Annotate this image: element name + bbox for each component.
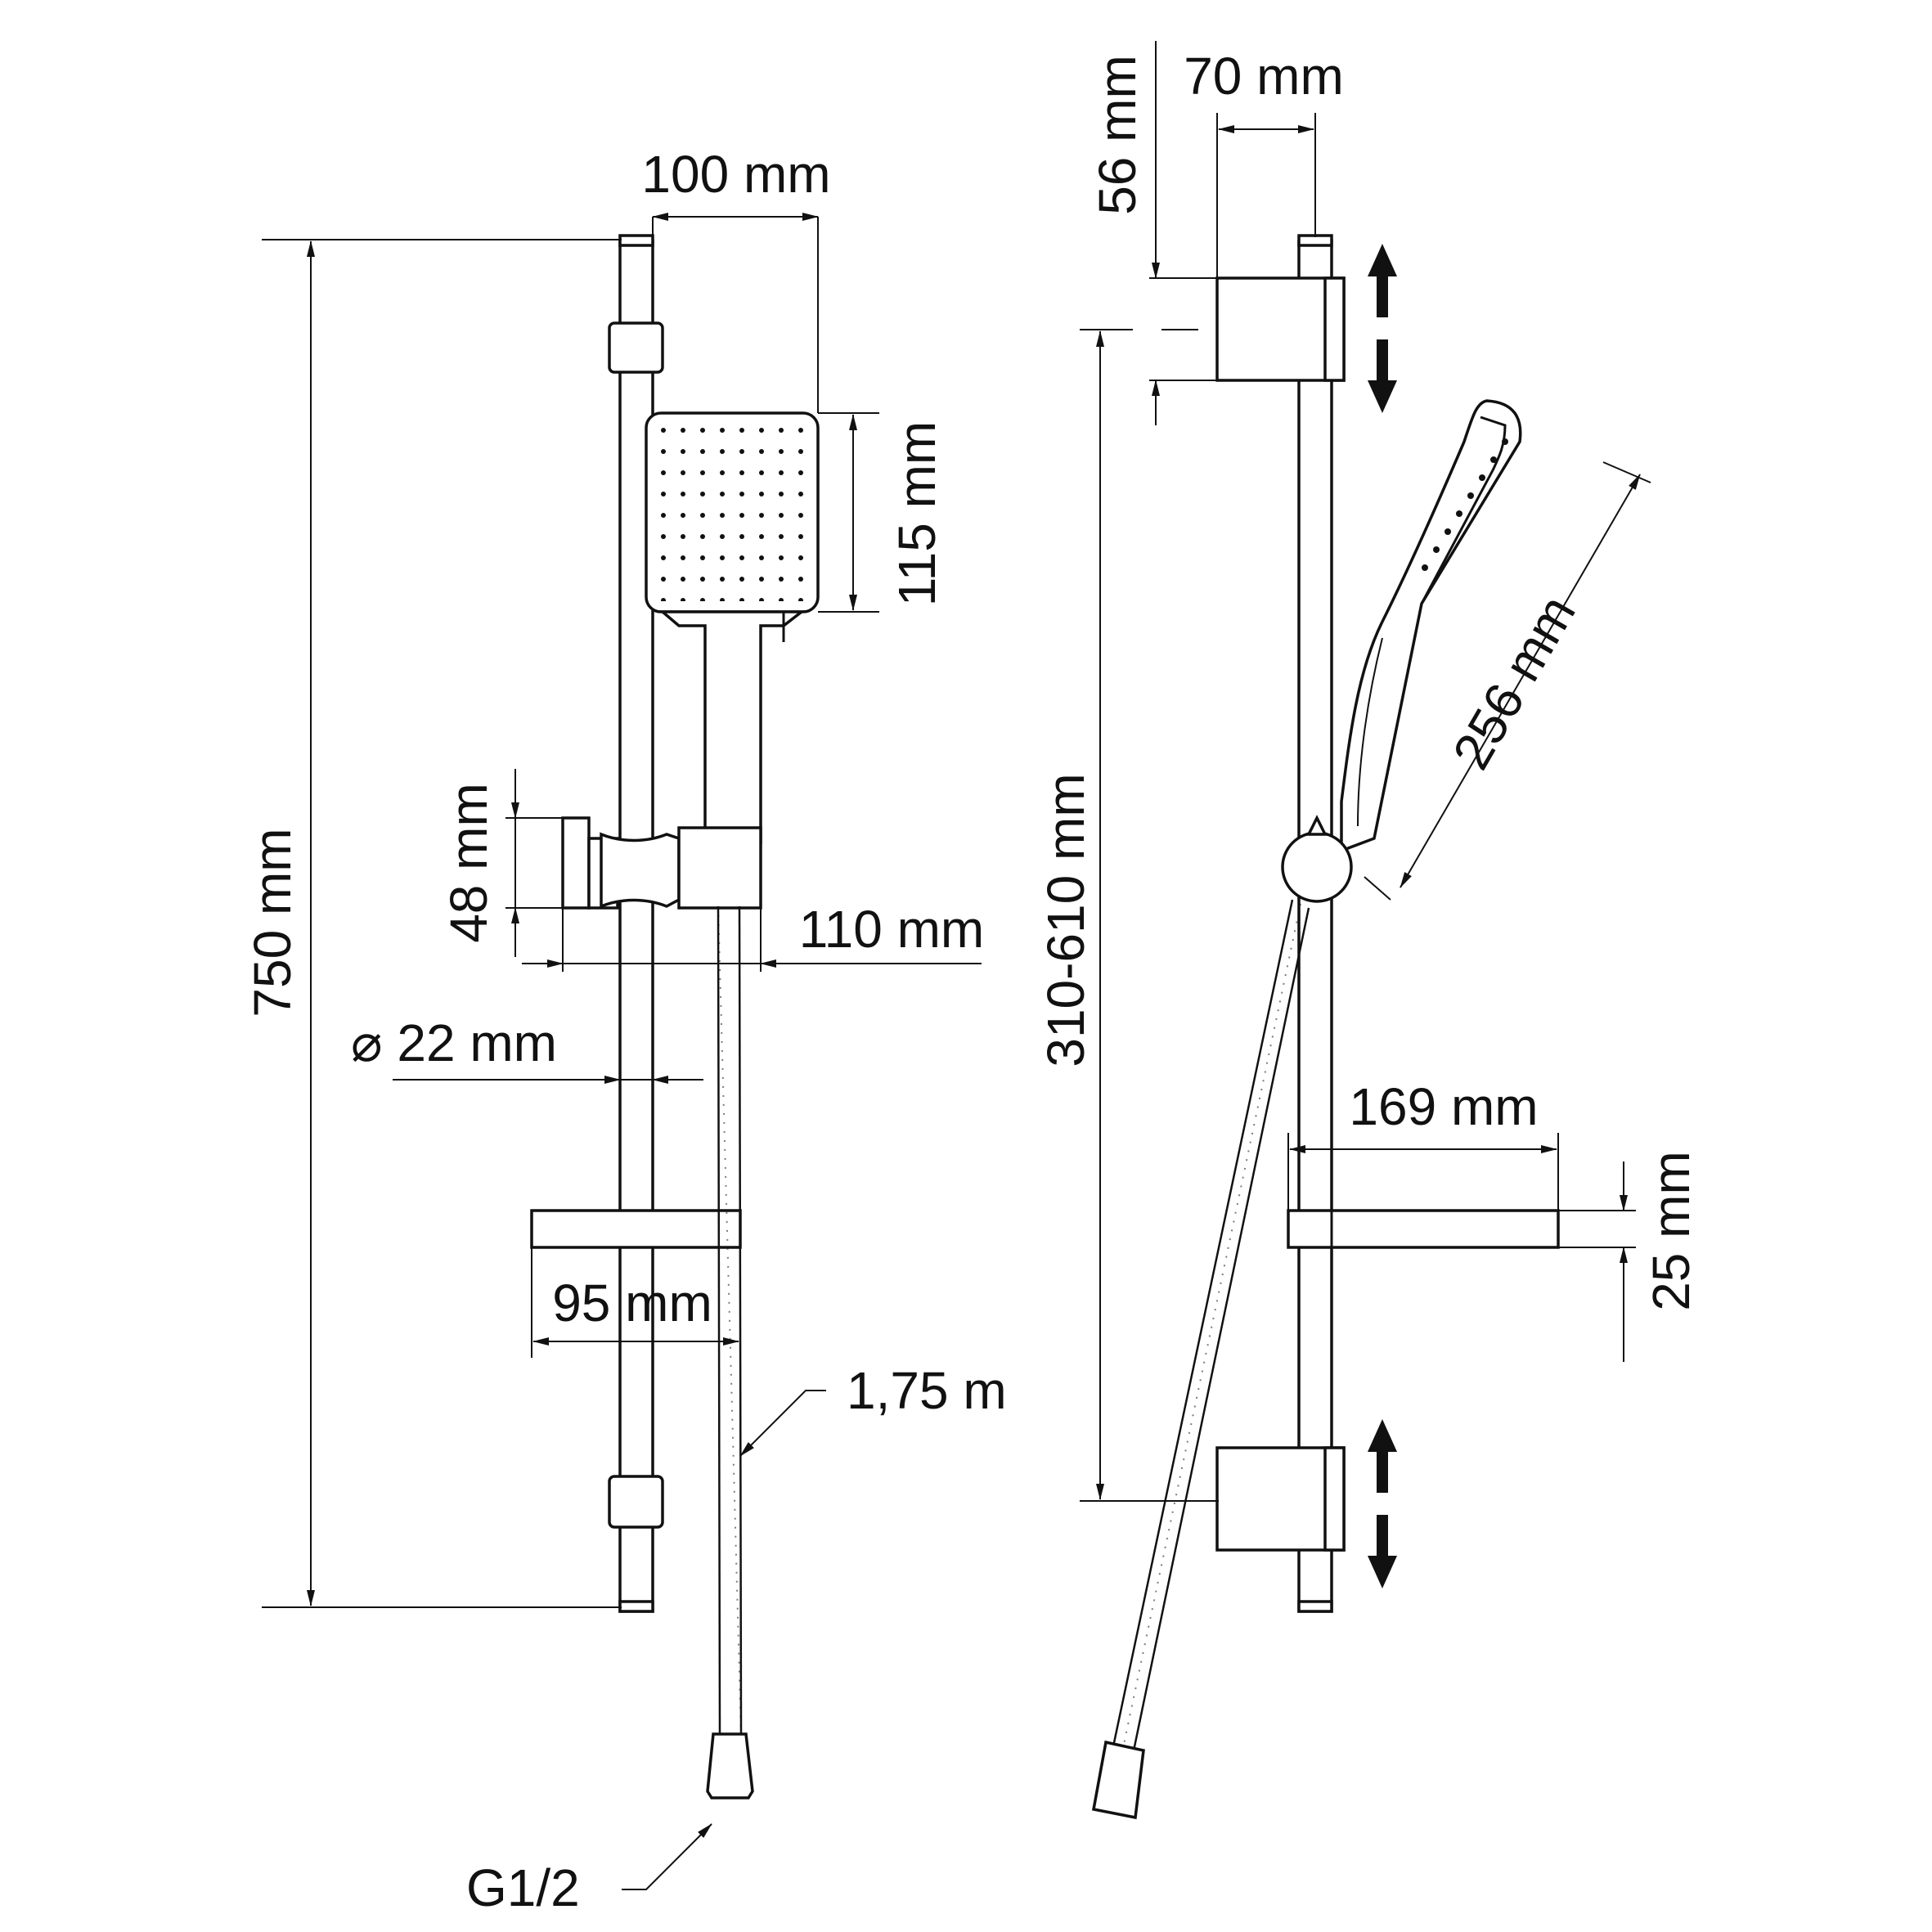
front-wall-bracket-bottom — [608, 1475, 664, 1529]
front-wall-bracket-top — [608, 321, 664, 374]
label-56mm: 56 mm — [1088, 55, 1147, 215]
adjust-arrows-bottom — [1368, 1419, 1397, 1588]
label-1-75m: 1,75 m — [847, 1361, 1007, 1420]
label-100mm: 100 mm — [641, 145, 830, 204]
label-70mm: 70 mm — [1184, 47, 1344, 106]
label-169mm: 169 mm — [1349, 1077, 1538, 1136]
side-hose — [1111, 899, 1310, 1755]
front-holder-body — [600, 832, 681, 909]
front-holder-knob — [561, 816, 591, 910]
side-holder-knob — [1281, 831, 1353, 903]
label-48mm: 48 mm — [439, 783, 498, 943]
label-22mm: ⌀ 22 mm — [351, 1013, 557, 1072]
front-holder-cradle — [677, 826, 762, 910]
front-bar-bottom-cap — [618, 1600, 654, 1613]
front-hose-connector — [706, 1732, 754, 1799]
leader-hose — [739, 1390, 826, 1457]
label-g1-2: G1/2 — [466, 1858, 580, 1917]
adjust-arrows-top — [1368, 244, 1397, 413]
front-bar-top-cap — [618, 234, 654, 247]
side-bar-bottom-cap — [1297, 1600, 1333, 1613]
side-wall-bracket-top — [1215, 276, 1346, 382]
side-hose-connector — [1091, 1740, 1145, 1820]
label-115mm: 115 mm — [887, 421, 946, 606]
front-hose — [717, 905, 743, 1735]
front-view: 750 mm 100 mm 115 mm 48 mm 110 mm ⌀ 22 m… — [243, 145, 1007, 1917]
label-110mm: 110 mm — [799, 900, 984, 959]
label-750mm: 750 mm — [243, 828, 302, 1017]
front-shower-nozzles — [654, 421, 810, 601]
side-slide-bar — [1297, 240, 1333, 1613]
front-soap-dish — [530, 1209, 742, 1249]
label-95mm: 95 mm — [552, 1274, 712, 1332]
leader-connector — [622, 1823, 712, 1890]
label-310-610mm: 310-610 mm — [1036, 773, 1095, 1067]
front-hand-shower-handle — [658, 610, 806, 844]
side-soap-dish — [1287, 1209, 1560, 1249]
label-25mm: 25 mm — [1642, 1151, 1701, 1311]
side-view: 56 mm 70 mm 310-610 mm 256 mm 169 mm 25 … — [1036, 41, 1701, 1820]
label-256mm: 256 mm — [1441, 586, 1587, 779]
dim-256-line — [1400, 474, 1641, 888]
